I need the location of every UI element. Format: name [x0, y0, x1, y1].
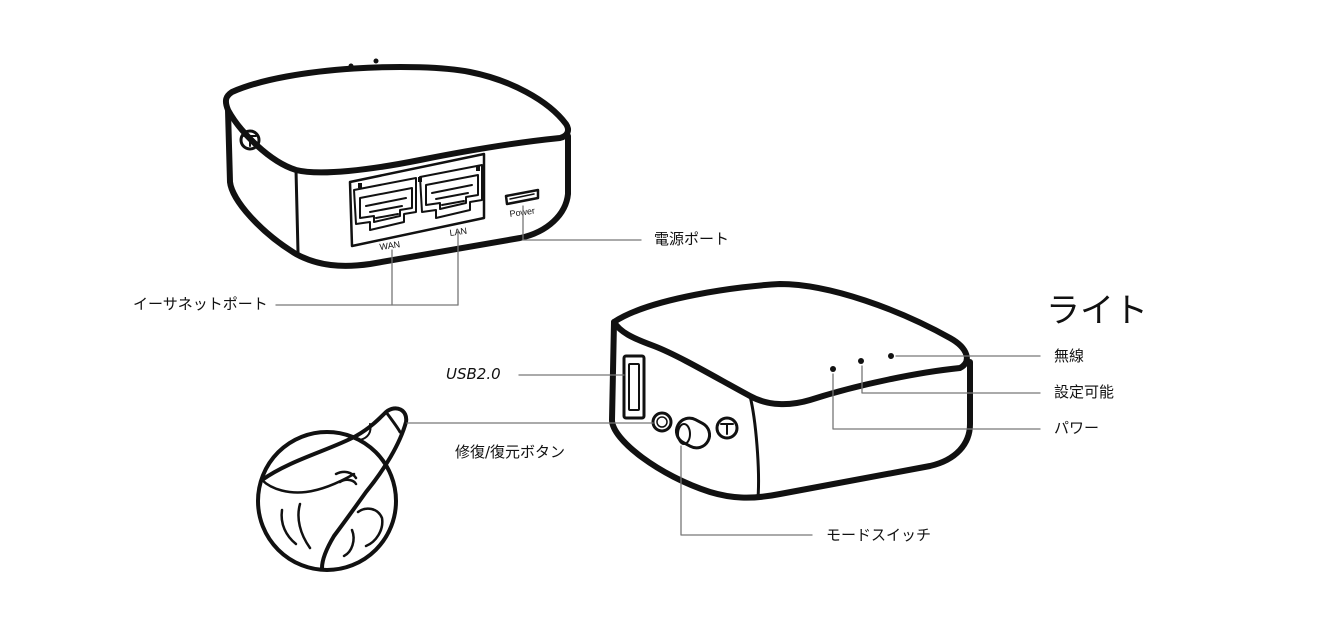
- wan-port: [353, 177, 417, 231]
- ethernet-ports-label: イーサネットポート: [133, 295, 268, 313]
- hand-finger: [260, 406, 409, 570]
- power-port-leader: [522, 205, 642, 241]
- reset-button-label: 修復/復元ボタン: [455, 443, 566, 461]
- power-light-leader: [832, 373, 1041, 430]
- power-port-label: 電源ポート: [654, 230, 730, 248]
- lan-port-light-2: [476, 166, 480, 171]
- router-front-view: [609, 281, 973, 501]
- wireless-label: 無線: [1054, 347, 1085, 365]
- usb-port: [622, 354, 646, 420]
- lan-port-light: [418, 177, 422, 182]
- lan-port: [419, 164, 483, 219]
- hand-circle: [256, 430, 398, 572]
- router-front-body: [609, 319, 973, 501]
- light-configurable: [858, 358, 864, 364]
- router-front-top: [611, 281, 970, 408]
- ethernet-port-panel: [348, 152, 486, 248]
- wan-port-light: [358, 183, 362, 188]
- router-back-view: Power WAN LAN: [222, 58, 571, 269]
- configurable-label: 設定可能: [1054, 383, 1115, 401]
- reset-button: [651, 411, 673, 433]
- power-light-label: パワー: [1054, 419, 1100, 437]
- mode-switch-label: モードスイッチ: [826, 526, 932, 544]
- mode-switch: [674, 416, 712, 450]
- router-back-body: [225, 107, 571, 269]
- router-back-top: [222, 63, 571, 176]
- callout-lines: [275, 205, 1041, 536]
- wan-text: WAN: [379, 239, 401, 252]
- power-port-text: Power: [509, 206, 536, 219]
- router-back-led-2: [348, 63, 354, 69]
- light-power: [830, 366, 836, 372]
- lights-heading: ライト: [1046, 291, 1148, 331]
- hand-illustration: [256, 406, 409, 572]
- router-back-led-1: [324, 68, 330, 74]
- light-wireless: [888, 353, 894, 359]
- usb-label: USB2.0: [446, 365, 501, 383]
- router-back-logo: [239, 129, 261, 151]
- router-front-edge: [748, 394, 761, 500]
- router-back-edge: [294, 168, 300, 254]
- router-front-logo: [715, 416, 739, 440]
- configurable-leader: [861, 365, 1041, 394]
- router-back-led-3: [373, 58, 379, 64]
- power-port: [504, 188, 540, 206]
- mode-switch-leader: [680, 445, 813, 536]
